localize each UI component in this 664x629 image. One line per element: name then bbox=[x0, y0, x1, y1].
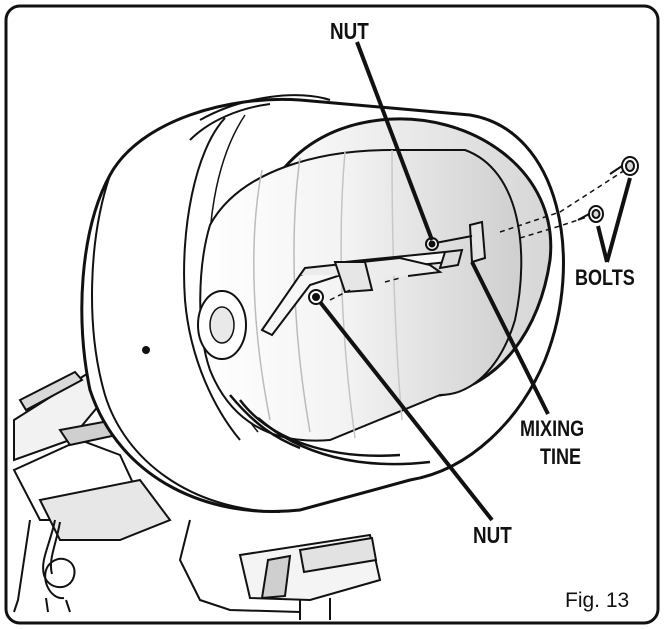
power-cord bbox=[42, 519, 76, 613]
nut-bottom bbox=[308, 289, 324, 305]
leader-nut-top bbox=[355, 41, 434, 241]
leader-lines bbox=[318, 41, 632, 522]
figure-caption: Fig. 13 bbox=[565, 589, 630, 612]
callout-nut-bottom: NUT bbox=[473, 522, 512, 548]
callout-mixing: MIXING bbox=[520, 416, 585, 441]
callout-nut-top: NUT bbox=[330, 18, 369, 44]
callout-bolts: BOLTS bbox=[575, 265, 635, 290]
callout-tine: TINE bbox=[540, 444, 582, 469]
drum-rivet bbox=[142, 346, 150, 354]
leader-nut-bottom bbox=[318, 300, 494, 522]
bolt-alignment-lines bbox=[329, 169, 626, 301]
mixing-tine bbox=[260, 220, 487, 337]
leader-bolts-a bbox=[596, 225, 609, 263]
drum-rim bbox=[229, 394, 431, 466]
bolt-upper bbox=[609, 156, 639, 176]
leader-mixing-tine bbox=[470, 261, 550, 415]
bolt-lower bbox=[577, 205, 604, 223]
leader-bolts-b bbox=[605, 177, 632, 263]
